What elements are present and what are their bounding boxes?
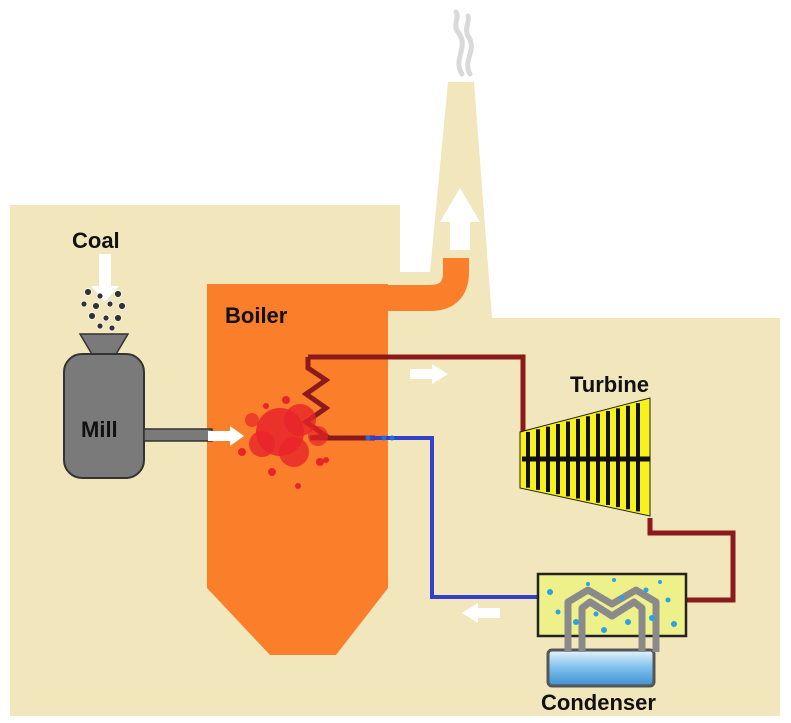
feedwater-droplets: [365, 435, 395, 441]
condenser-cooling-coil: [564, 586, 660, 652]
turbine-label: Turbine: [570, 372, 649, 397]
coal-label: Coal: [72, 228, 120, 253]
flue-duct: [388, 258, 469, 311]
steam-pipe: [308, 354, 526, 432]
feedwater-pipe: [366, 436, 538, 599]
boiler-label: Boiler: [225, 303, 288, 328]
plant-background: [10, 82, 780, 716]
smoke-icon: [453, 9, 474, 77]
mill-label: Mill: [81, 417, 118, 442]
condensate-droplets: [547, 578, 677, 633]
condenser: [536, 572, 688, 688]
water-return-arrow-icon: [462, 603, 500, 623]
condenser-label: Condenser: [541, 690, 656, 715]
exhaust-steam-pipe: [647, 518, 736, 603]
coal-flow-arrow-icon: [208, 426, 244, 446]
coal-pieces-icon: [80, 288, 126, 332]
mill: [63, 353, 145, 479]
boiler: [207, 284, 388, 655]
turbine: [519, 397, 651, 517]
coal-down-arrow-icon: [91, 254, 119, 302]
flame-icon: [233, 396, 329, 489]
coal-feed-pipe: [143, 428, 213, 442]
exhaust-up-arrow-icon: [440, 188, 480, 250]
cooling-water-tank: [546, 648, 656, 688]
steam-flow-arrow-icon: [410, 364, 448, 384]
